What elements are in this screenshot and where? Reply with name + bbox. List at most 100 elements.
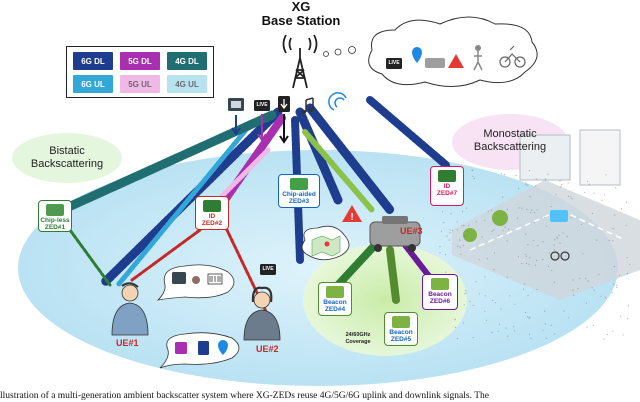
texture-dot <box>600 295 602 297</box>
texture-dot <box>554 239 556 241</box>
texture-dot <box>525 255 528 257</box>
texture-dot <box>518 207 520 209</box>
texture-dot <box>498 235 500 237</box>
texture-dot <box>487 210 489 212</box>
bistatic-line2: Backscattering <box>30 158 104 170</box>
ue1-label: UE#1 <box>116 338 139 348</box>
texture-dot <box>499 323 501 325</box>
texture-dot <box>568 254 570 256</box>
legend-4g-dl: 4G DL <box>167 52 207 70</box>
texture-dot <box>528 263 530 265</box>
map-pin-dot <box>324 241 330 247</box>
texture-dot <box>464 293 466 295</box>
texture-dot <box>521 207 523 209</box>
texture-dot <box>449 232 451 234</box>
texture-dot <box>462 322 465 324</box>
texture-dot <box>448 239 450 241</box>
texture-dot <box>442 211 444 213</box>
texture-dot <box>547 173 549 175</box>
texture-dot <box>585 278 587 280</box>
arrow-down-icon <box>231 115 241 136</box>
texture-dot <box>550 324 552 326</box>
bistatic-line1: Bistatic <box>49 145 85 157</box>
chip-icon-2 <box>203 200 221 212</box>
texture-dot <box>463 224 465 226</box>
robot-ue3 <box>369 216 421 252</box>
texture-dot <box>505 327 507 329</box>
texture-dot <box>612 228 614 230</box>
beam-6g-dl-zed7 <box>366 96 450 169</box>
texture-dot <box>494 302 497 304</box>
texture-dot <box>524 253 527 255</box>
texture-dot <box>587 180 589 182</box>
texture-dot <box>484 310 486 312</box>
texture-dot <box>532 239 534 242</box>
texture-dot <box>566 235 568 238</box>
beam-zed-ue1-red <box>130 228 202 282</box>
texture-dot <box>504 226 506 228</box>
texture-dot <box>461 225 463 227</box>
texture-dot <box>626 256 628 259</box>
texture-dot <box>525 311 527 314</box>
texture-dot <box>587 280 589 282</box>
texture-dot <box>462 244 465 247</box>
texture-dot <box>556 236 558 238</box>
texture-dot <box>468 225 470 227</box>
texture-dot <box>555 193 557 195</box>
texture-dot <box>475 281 477 283</box>
zed3-box: Chip-aided ZED#3 <box>278 174 320 208</box>
title-line2: Base Station <box>261 13 341 28</box>
texture-dot <box>616 284 618 286</box>
zed3-line2: ZED#3 <box>288 198 310 205</box>
texture-dot <box>481 236 483 238</box>
beam-ue3-zed4 <box>334 241 379 289</box>
live-badge-text-2: LIVE <box>388 60 400 66</box>
download-icon-2 <box>198 341 209 355</box>
texture-dot <box>605 174 607 176</box>
beam-6g-dl-ue3 <box>305 103 395 215</box>
texture-dot <box>629 263 631 265</box>
texture-dot <box>472 337 474 339</box>
texture-dot <box>559 242 561 244</box>
texture-dot <box>562 232 564 234</box>
texture-dot <box>485 319 488 321</box>
texture-dot <box>591 212 594 214</box>
beam-ue3-zed5 <box>386 246 400 304</box>
chip-icon-3 <box>290 178 308 190</box>
texture-dot <box>446 235 448 237</box>
bistatic-bubble <box>12 133 122 183</box>
texture-dot <box>521 263 523 265</box>
monostatic-label: Monostatic Backscattering <box>454 128 566 154</box>
texture-dot <box>544 178 547 180</box>
person-ue2 <box>243 286 281 341</box>
texture-dot <box>544 310 546 312</box>
cyclist-icon <box>499 56 511 68</box>
beam-6g-ul-ue1 <box>115 122 253 288</box>
live-badge-icon-3 <box>260 264 276 275</box>
ue2-label: UE#2 <box>256 344 279 354</box>
music-icon <box>305 97 314 112</box>
monostatic-line2: Backscattering <box>473 141 547 153</box>
texture-dot <box>484 295 486 297</box>
zed7-box: ID ZED#7 <box>430 166 464 206</box>
cloud-bubble <box>368 16 538 87</box>
texture-dot <box>557 237 559 239</box>
zed7-line2: ZED#7 <box>436 190 458 197</box>
texture-dot <box>560 186 562 188</box>
texture-dot <box>460 253 462 255</box>
texture-dot <box>622 334 624 336</box>
texture-dot <box>613 283 615 285</box>
texture-dot <box>535 264 537 266</box>
texture-dot <box>595 239 598 241</box>
coverage-line2: Coverage <box>345 339 371 345</box>
texture-dot <box>544 323 546 325</box>
texture-dot <box>568 317 570 319</box>
texture-dot <box>457 245 459 247</box>
texture-dot <box>439 246 441 248</box>
zed6-line2: ZED#6 <box>429 298 451 305</box>
texture-dot <box>528 333 531 335</box>
texture-dot <box>604 297 607 299</box>
texture-dot <box>517 256 520 258</box>
beam-4g-ul-zed3 <box>302 129 375 213</box>
texture-dot <box>572 289 574 291</box>
